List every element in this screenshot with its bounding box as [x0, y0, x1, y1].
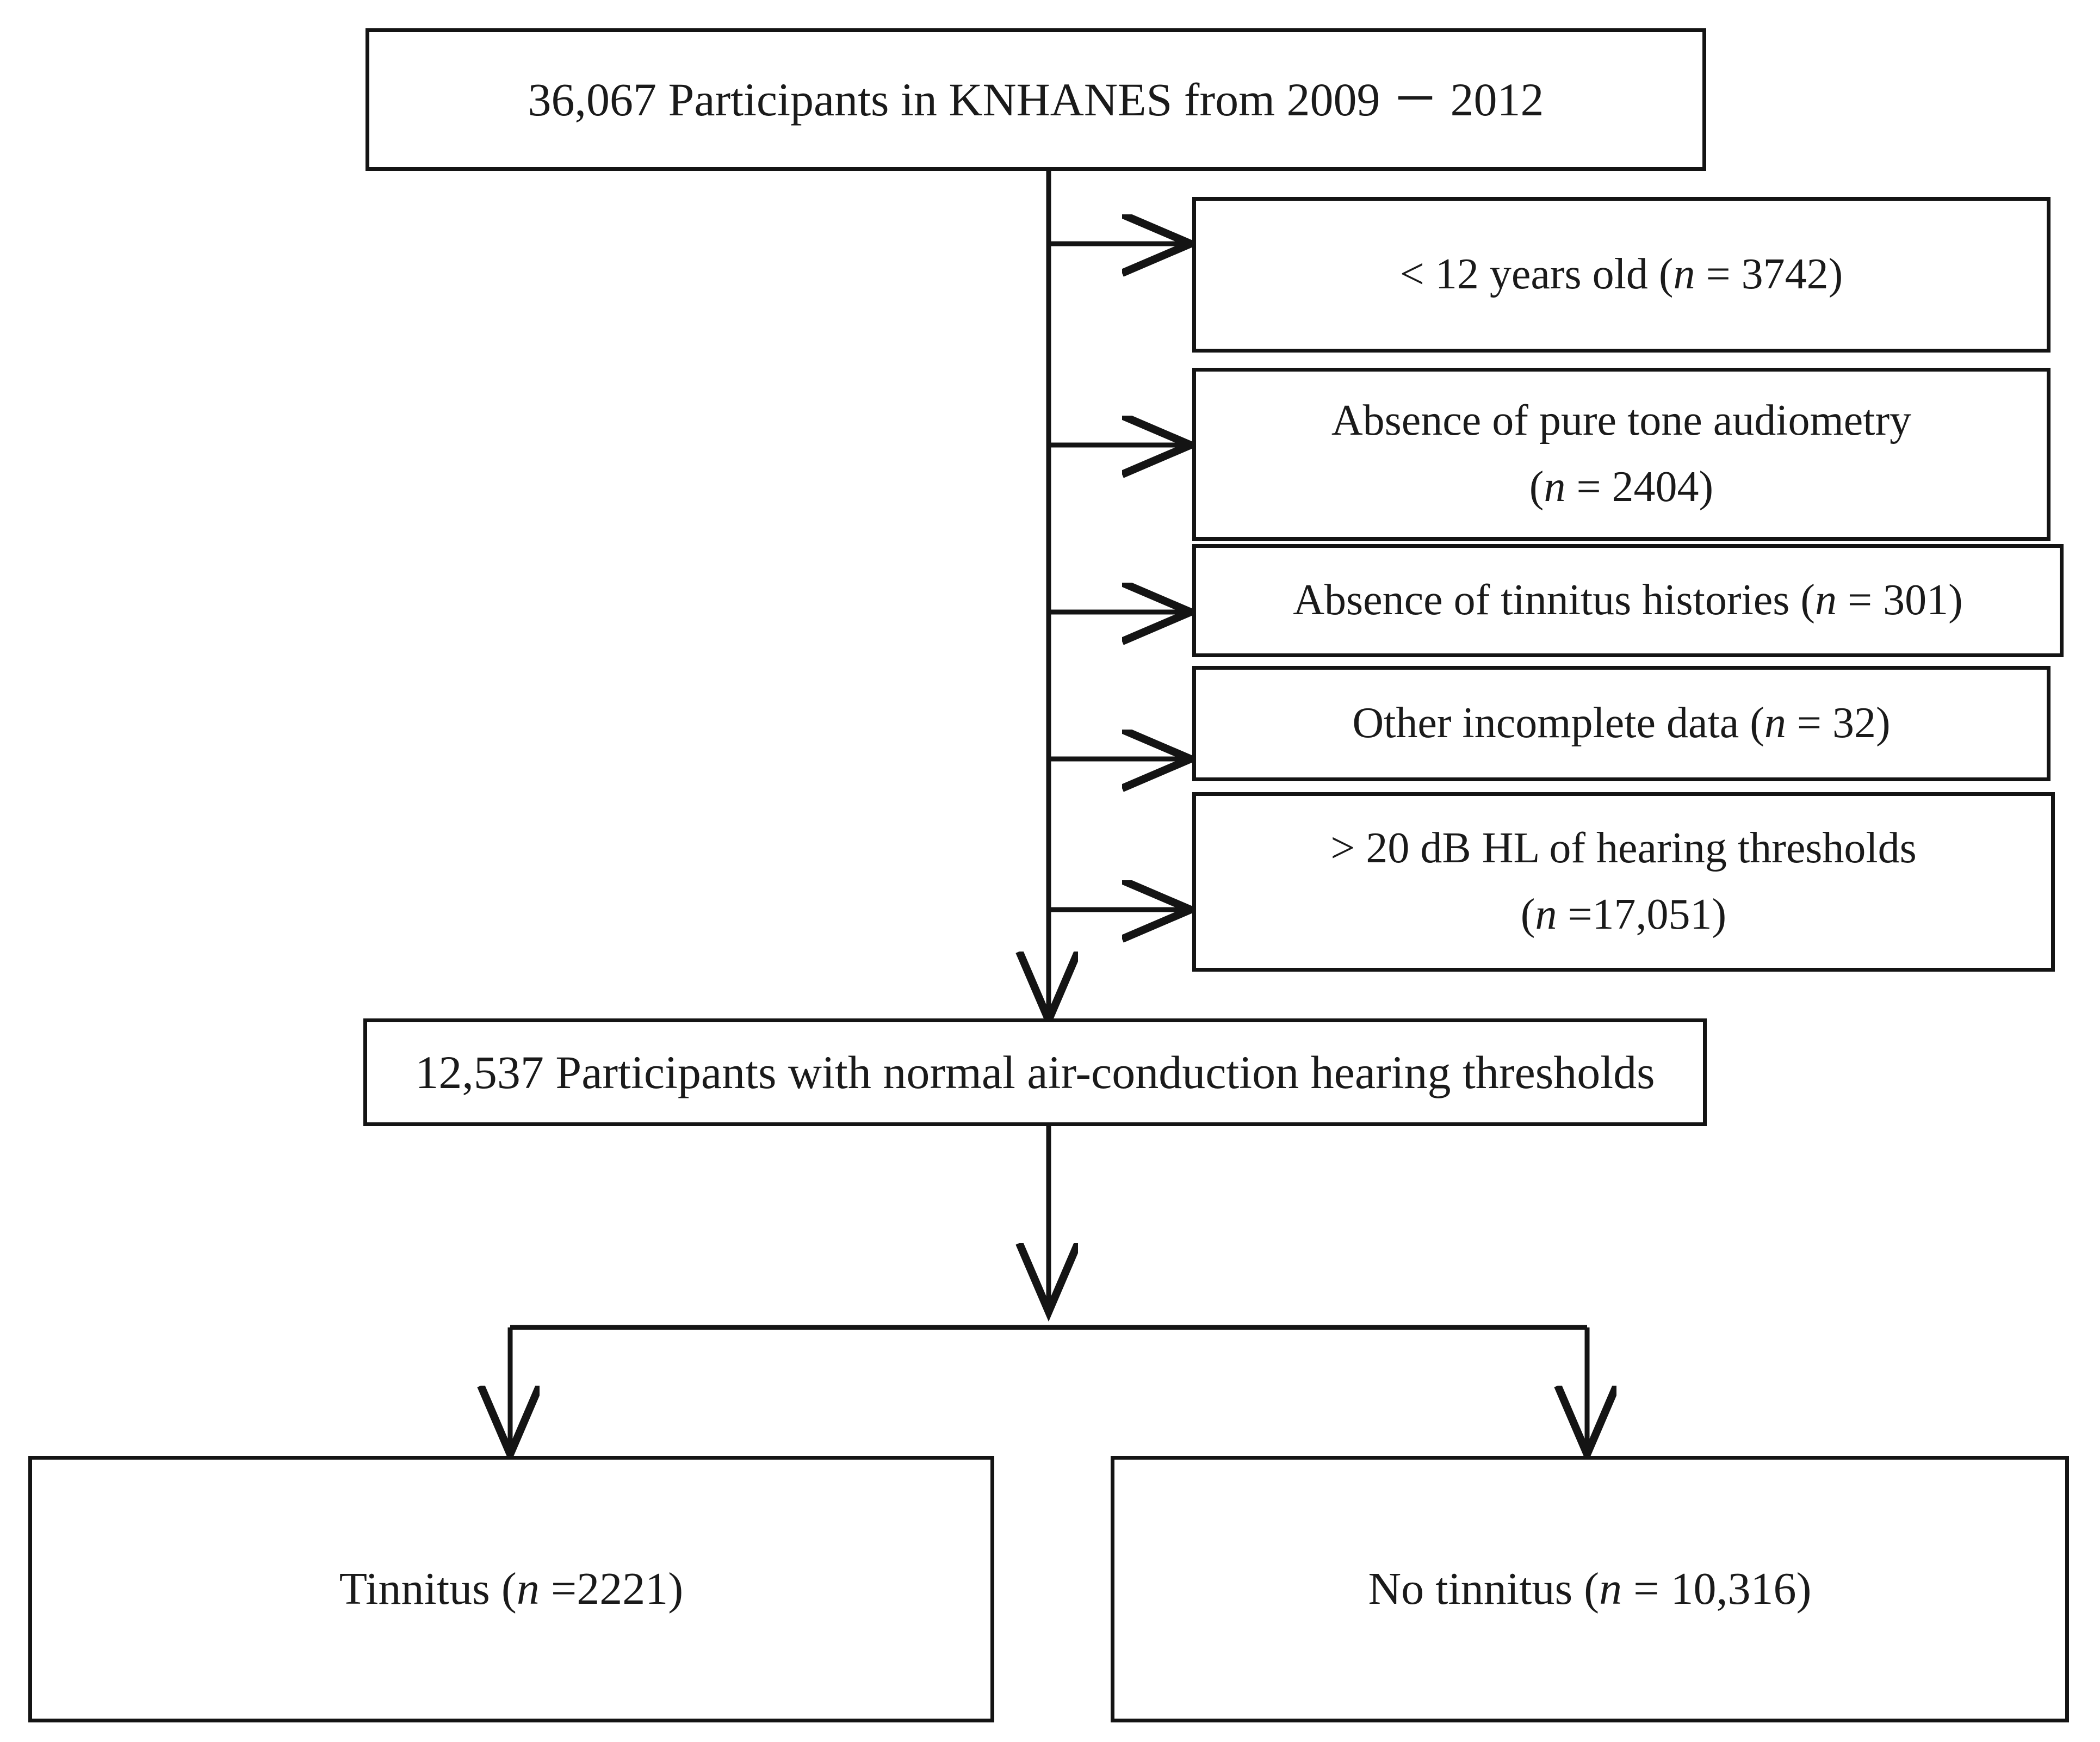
exclusion-box-no-tinnitus-history: Absence of tinnitus histories (n = 301) [1192, 544, 2064, 657]
exclusion-label-no-audiometry-line2: (n = 2404) [1529, 463, 1714, 511]
exclusion-box-age: < 12 years old (n = 3742) [1192, 197, 2051, 353]
outcome-label-no-tinnitus: No tinnitus (n = 10,316) [1368, 1564, 1812, 1615]
exclusion-label-incomplete-data: Other incomplete data (n = 32) [1352, 699, 1891, 748]
source-population-box: 36,067 Participants in KNHANES from 2009… [366, 28, 1706, 171]
outcome-label-tinnitus: Tinnitus (n =2221) [339, 1564, 684, 1615]
exclusion-label-no-audiometry-line1: Absence of pure tone audiometry [1331, 397, 1912, 445]
exclusion-box-incomplete-data: Other incomplete data (n = 32) [1192, 666, 2051, 781]
exclusion-label-hearing-threshold-line1: > 20 dB HL of hearing thresholds [1330, 824, 1917, 873]
exclusion-label-no-tinnitus-history: Absence of tinnitus histories (n = 301) [1293, 576, 1963, 625]
outcome-box-no-tinnitus: No tinnitus (n = 10,316) [1111, 1456, 2069, 1722]
included-population-box: 12,537 Participants with normal air-cond… [363, 1018, 1707, 1126]
exclusion-box-no-audiometry: Absence of pure tone audiometry (n = 240… [1192, 368, 2051, 541]
exclusion-label-age: < 12 years old (n = 3742) [1399, 250, 1843, 299]
exclusion-label-hearing-threshold-line2: (n =17,051) [1520, 891, 1727, 938]
included-population-label: 12,537 Participants with normal air-cond… [415, 1046, 1655, 1098]
source-population-label: 36,067 Participants in KNHANES from 2009… [528, 73, 1544, 126]
outcome-box-tinnitus: Tinnitus (n =2221) [28, 1456, 994, 1722]
exclusion-box-hearing-threshold: > 20 dB HL of hearing thresholds (n =17,… [1192, 792, 2055, 972]
